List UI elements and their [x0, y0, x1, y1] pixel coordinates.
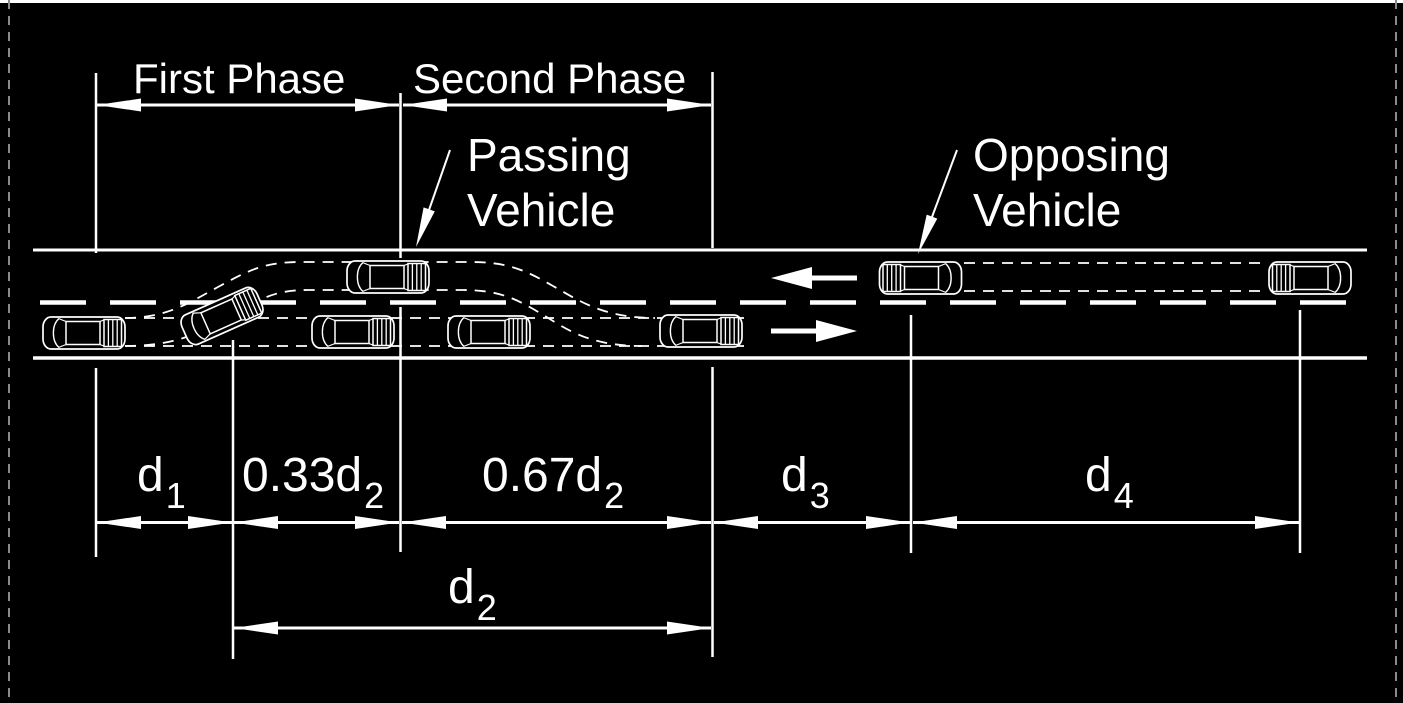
first-phase-label: First Phase — [133, 55, 346, 102]
second-phase-label: Second Phase — [413, 55, 687, 102]
cars — [42, 260, 1352, 350]
car-opposing-far — [1268, 261, 1352, 295]
lane-arrows — [771, 267, 857, 342]
car-passing-top-lane — [346, 260, 430, 294]
car-trailing — [42, 316, 126, 350]
passing-vehicle-label: Passing Vehicle — [467, 128, 631, 238]
opposing-vehicle-label-line2: Vehicle — [973, 184, 1122, 236]
dimension-label-d3: d3 — [781, 449, 830, 516]
car-passing-start-angled — [177, 283, 267, 349]
passing-vehicle-label-line2: Vehicle — [467, 184, 616, 236]
opposing-vehicle-label: Opposing Vehicle — [973, 128, 1170, 238]
dimension-label-067d2: 0.67d2 — [482, 449, 625, 516]
dimension-label-d1: d1 — [137, 449, 186, 516]
opposing-leader-arrowhead — [918, 214, 938, 254]
car-platoon-1 — [311, 315, 395, 349]
dimension-label-033d2: 0.33d2 — [242, 449, 385, 516]
opposing-vehicle-label-line1: Opposing — [973, 129, 1170, 181]
lane-arrow-left — [771, 267, 857, 289]
lane-arrow-right — [771, 320, 857, 342]
passing-vehicle-label-line1: Passing — [467, 129, 631, 181]
dimension-label-d4: d4 — [1085, 449, 1134, 516]
extension-lines — [94, 72, 1302, 659]
dimension-label-d2: d2 — [448, 561, 497, 628]
car-opposing — [878, 261, 963, 295]
car-platoon-2 — [447, 315, 531, 349]
dimension-lines — [97, 98, 1299, 635]
passing-leader-line — [428, 149, 451, 211]
opposing-leader-line — [931, 149, 958, 218]
passing-leader-arrowhead — [416, 207, 435, 247]
leader-arrows — [416, 149, 958, 254]
car-passing-returned — [659, 314, 743, 348]
